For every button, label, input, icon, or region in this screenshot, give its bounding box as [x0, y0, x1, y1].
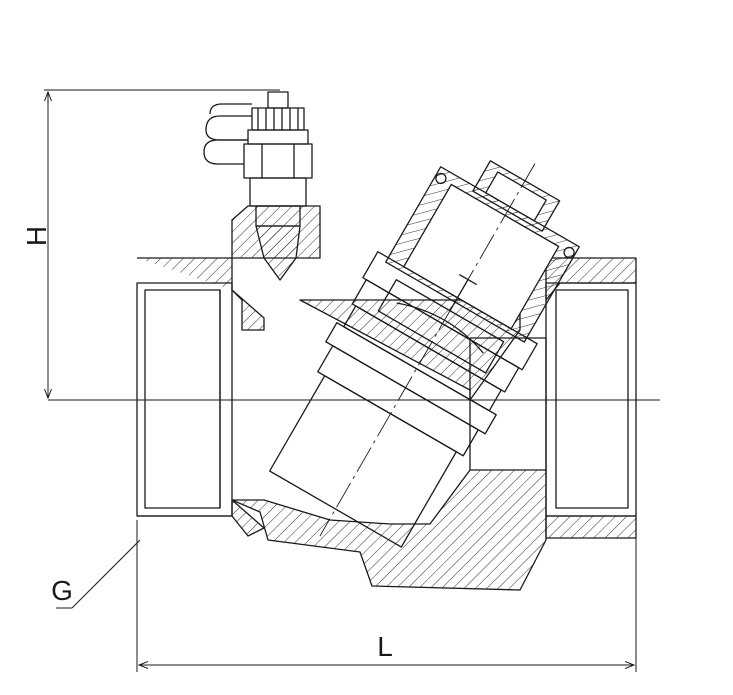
dimension-h-label: H: [21, 226, 52, 246]
dimension-l-label: L: [377, 631, 393, 662]
thread-label: G: [51, 575, 73, 606]
dimension-l: [136, 520, 637, 672]
thread-leader: [56, 539, 141, 609]
left-port-bore: [136, 282, 233, 517]
dimension-h: [44, 89, 280, 398]
bonnet-assembly: [269, 160, 580, 548]
right-port-bore: [469, 282, 637, 517]
test-point-nipple: [203, 91, 313, 281]
